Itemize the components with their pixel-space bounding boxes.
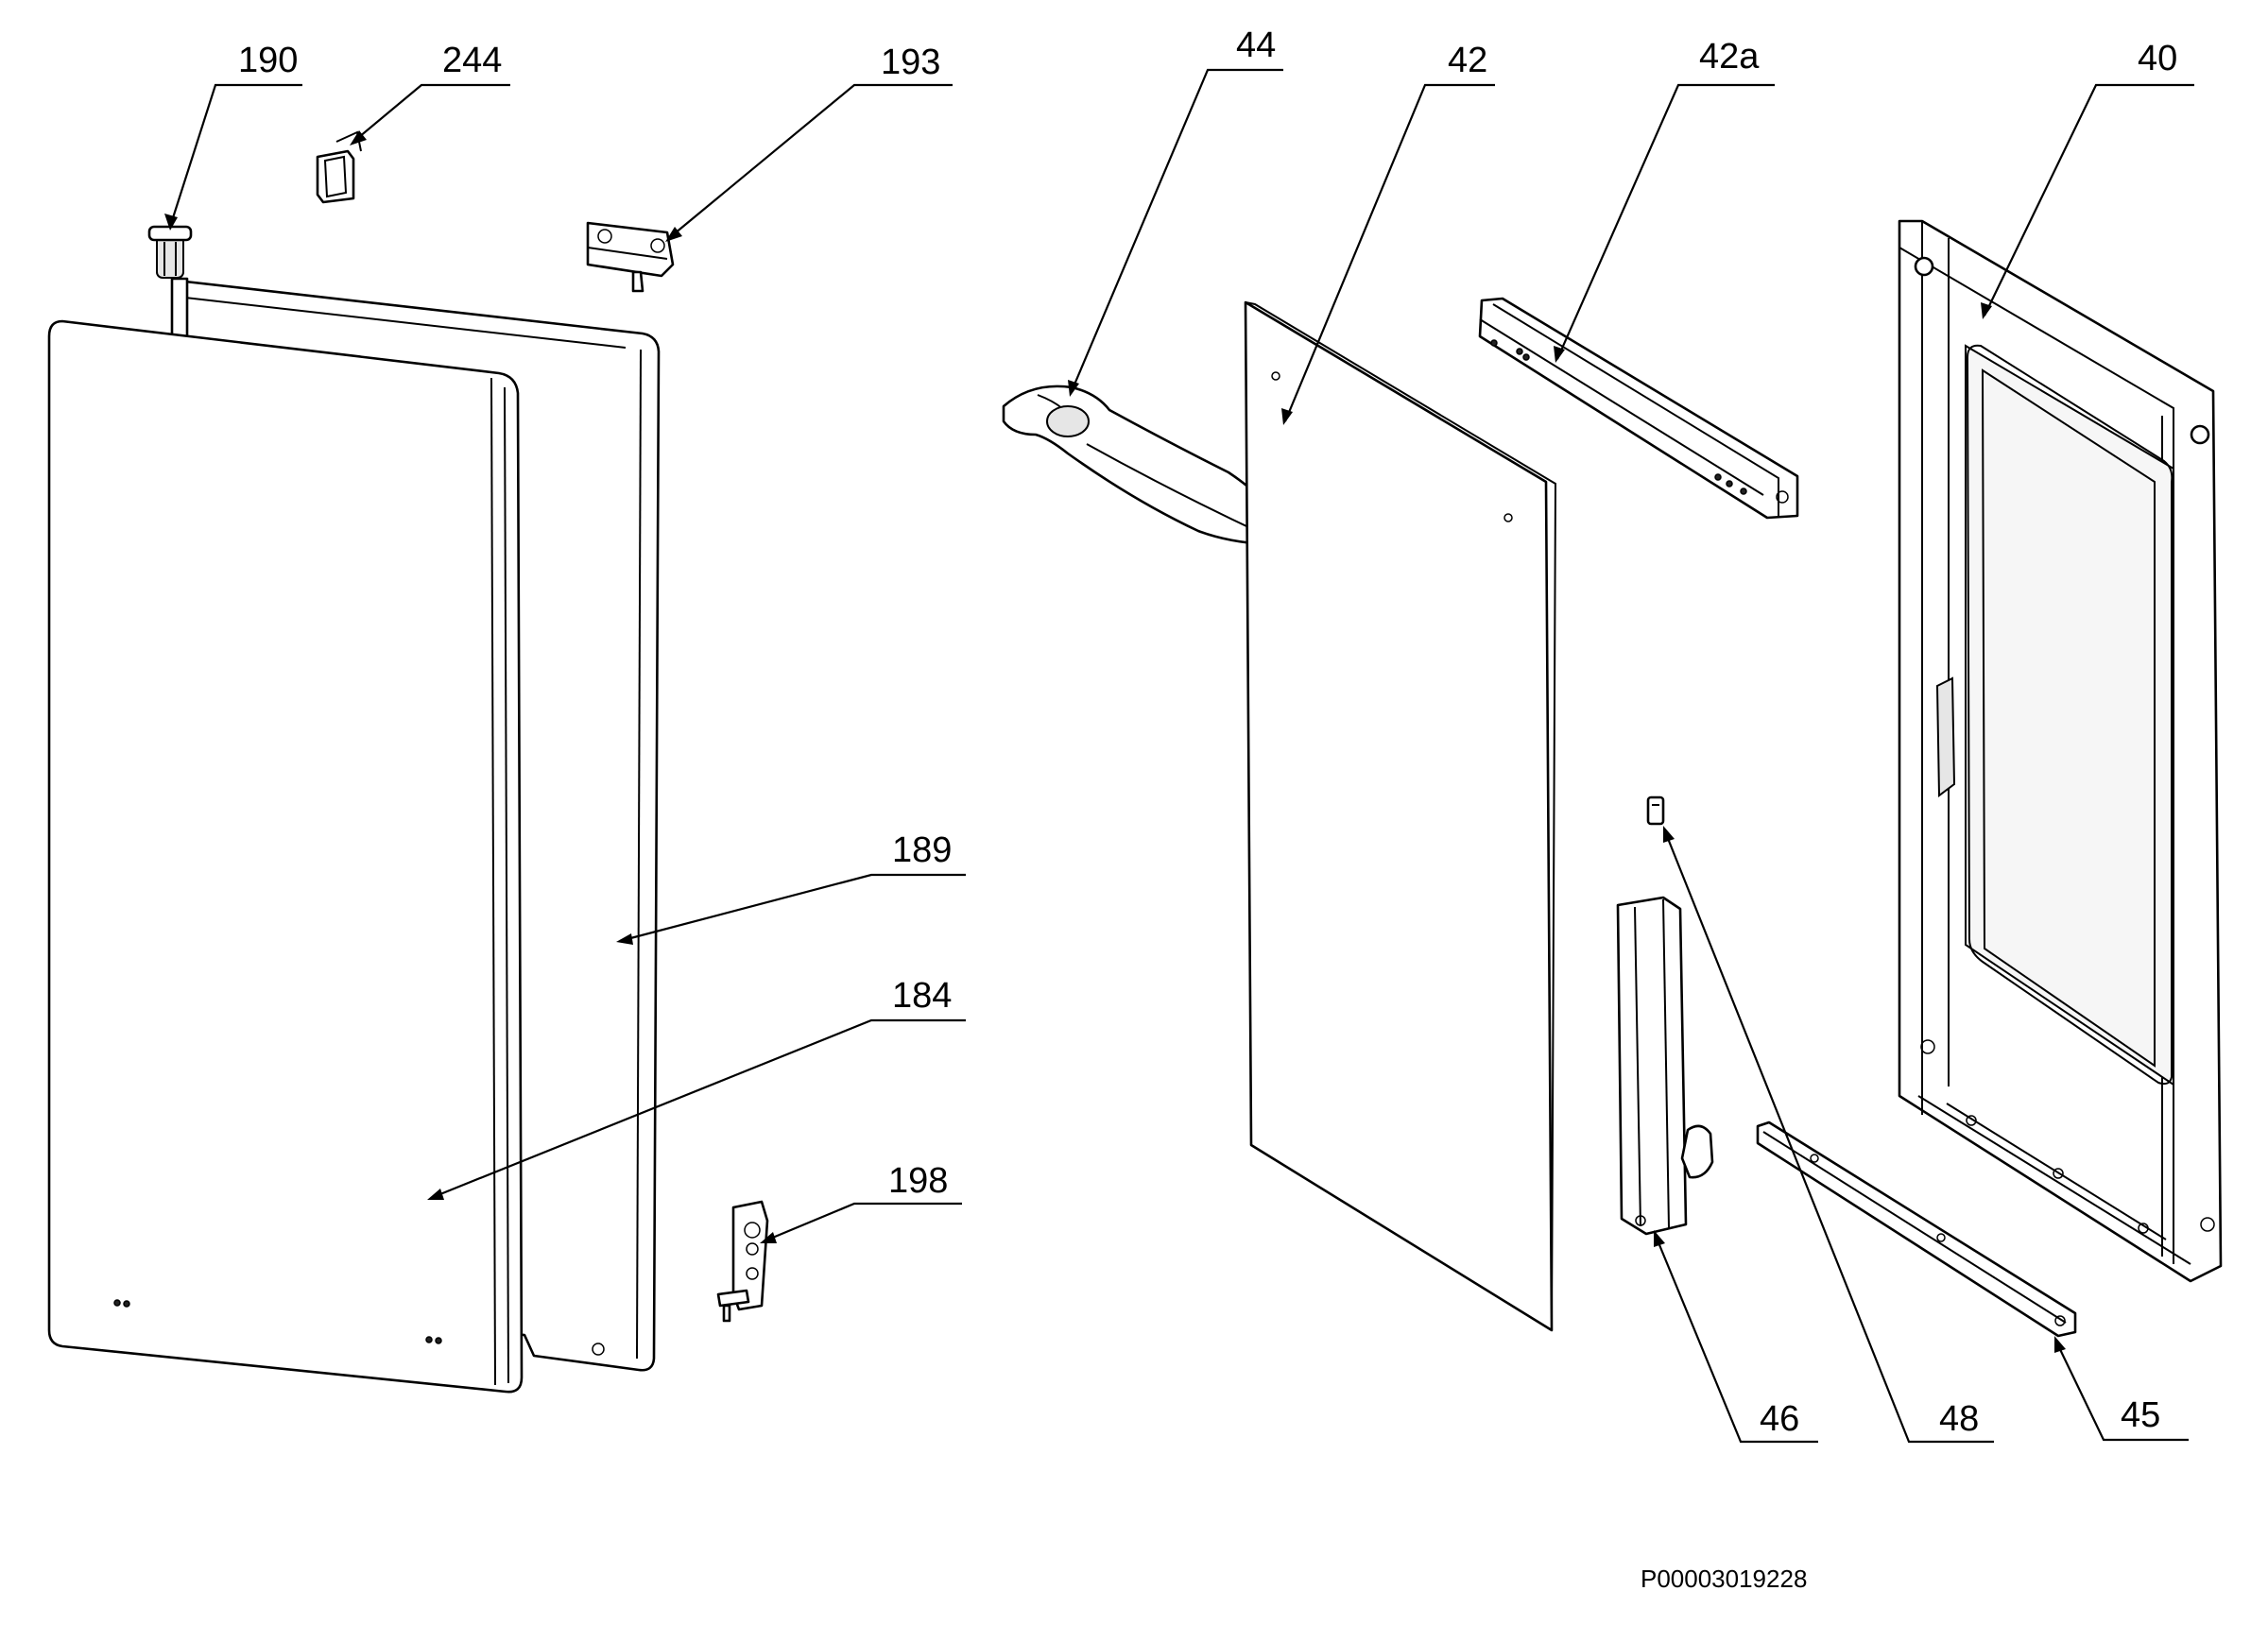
part-198-bottom-hinge	[716, 1200, 769, 1323]
part-48-small-clip	[1646, 795, 1665, 826]
part-184-outer-door-panel	[47, 319, 524, 1394]
callout-190: 190	[238, 41, 298, 80]
part-44-door-handle	[1002, 385, 1279, 546]
callout-42a: 42a	[1699, 37, 1760, 77]
part-193-top-hinge-bracket	[586, 221, 675, 293]
callout-42: 42	[1448, 41, 1487, 80]
callout-48: 48	[1939, 1399, 1979, 1439]
document-id: P00003019228	[1641, 1565, 1807, 1593]
callout-46: 46	[1760, 1399, 1799, 1439]
part-46-hinge-cover	[1616, 896, 1714, 1236]
callout-198: 198	[888, 1161, 948, 1201]
part-45-bottom-rail	[1756, 1120, 2077, 1338]
callout-44: 44	[1236, 26, 1276, 65]
part-244-clip	[316, 130, 362, 204]
leader-lines	[164, 68, 2194, 1444]
callout-45: 45	[2121, 1395, 2160, 1435]
callout-40: 40	[2138, 39, 2177, 78]
part-42-glass-panel	[1244, 300, 1557, 1332]
callout-193: 193	[881, 43, 940, 82]
callout-189: 189	[892, 830, 952, 870]
callout-244: 244	[442, 41, 502, 80]
part-40-door-frame	[1898, 219, 2223, 1283]
callout-184: 184	[892, 976, 952, 1016]
part-190-hinge-pin	[147, 225, 193, 279]
